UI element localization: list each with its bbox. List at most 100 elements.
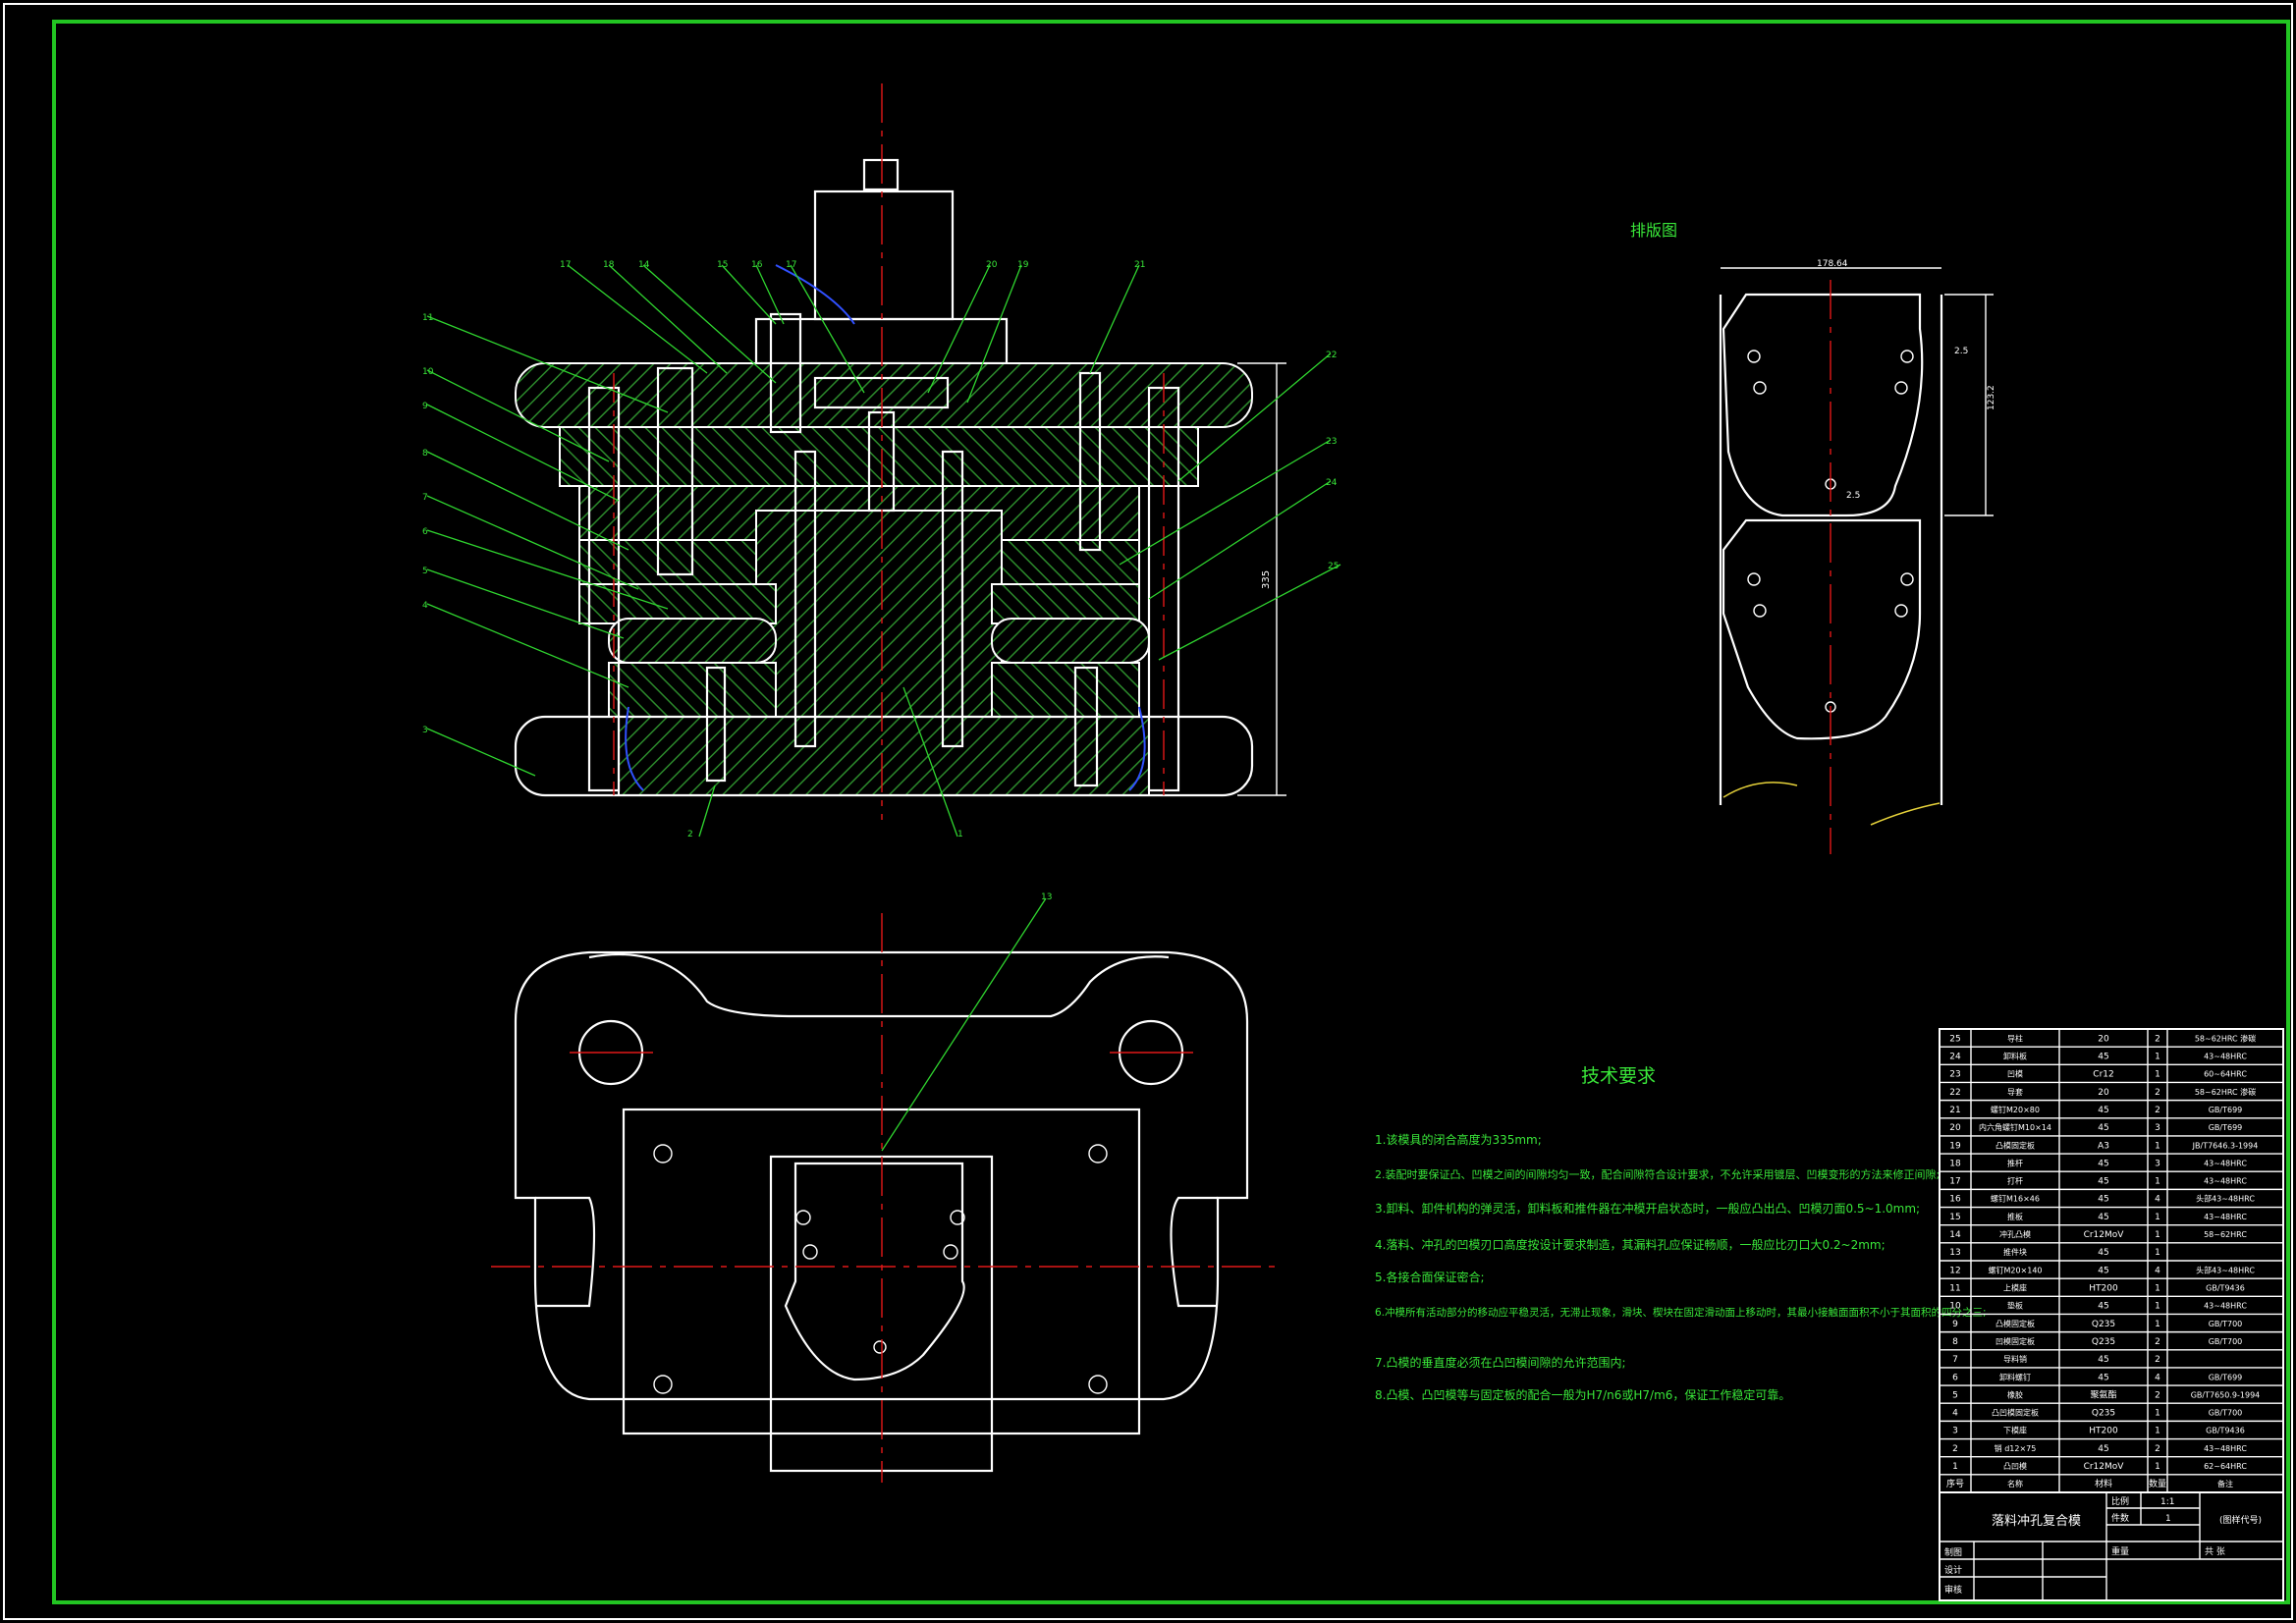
bom-cell: 19 <box>1949 1141 1961 1151</box>
bom-cell: 上模座 <box>2003 1282 2027 1292</box>
inner-border <box>52 20 2290 1604</box>
bom-cell: 销 d12×75 <box>1995 1443 2037 1453</box>
bom-cell: 58~62HRC 渗碳 <box>2195 1087 2256 1097</box>
bom-cell: 1 <box>2155 1213 2160 1222</box>
callout-9: 9 <box>422 402 428 411</box>
bom-cell: 43~48HRC <box>2204 1177 2247 1186</box>
bom-cell: 1 <box>2155 1248 2160 1258</box>
bom-header-cell: 材料 <box>2095 1478 2112 1489</box>
bom-cell: 43~48HRC <box>2204 1052 2247 1060</box>
bom-cell: 螺钉M20×80 <box>1991 1105 2040 1114</box>
bom-cell: 45 <box>2098 1177 2108 1187</box>
bom-cell: 21 <box>1949 1106 1960 1115</box>
callout-13: 13 <box>1041 893 1052 902</box>
tech-item-1: 1.该模具的闭合高度为335mm; <box>1375 1132 1542 1147</box>
bom-cell: 1 <box>2155 1409 2160 1419</box>
bom-cell: 45 <box>2098 1159 2108 1168</box>
bom-cell: 7 <box>1952 1355 1958 1365</box>
bom-cell: 14 <box>1949 1230 1961 1240</box>
callout-16: 16 <box>751 260 763 270</box>
bom-cell: 凸模固定板 <box>1995 1140 2035 1150</box>
bom-cell: 58~62HRC 渗碳 <box>2195 1033 2256 1043</box>
bom-cell: 45 <box>2098 1195 2108 1205</box>
count-label: 件数 <box>2111 1512 2129 1524</box>
strip-gap-dim: 2.5 <box>1846 491 1860 501</box>
bom-cell: 1 <box>2155 1141 2160 1151</box>
count-value: 1 <box>2165 1514 2171 1524</box>
bom-cell: 5 <box>1952 1390 1958 1400</box>
callout-5: 5 <box>422 567 428 576</box>
bom-cell: Cr12 <box>2093 1070 2113 1080</box>
bom-cell: 冲孔凸模 <box>1999 1229 2031 1239</box>
strip-layout-title: 排版图 <box>1630 221 1677 240</box>
callout-19: 19 <box>1017 260 1029 270</box>
bom-cell: 45 <box>2098 1373 2108 1382</box>
bom-cell: A3 <box>2098 1141 2109 1151</box>
bom-cell: 螺钉M20×140 <box>1988 1265 2042 1274</box>
bom-cell: 1 <box>2155 1070 2160 1080</box>
tech-item-8: 8.凸模、凸凹模等与固定板的配合一般为H7/n6或H7/m6，保证工作稳定可靠。 <box>1375 1387 1790 1402</box>
bom-cell: GB/T9436 <box>2206 1427 2245 1435</box>
bom-cell: 1 <box>2155 1177 2160 1187</box>
callout-15: 15 <box>717 260 728 270</box>
callout-14: 14 <box>638 260 650 270</box>
sheet-label: 共 张 <box>2205 1546 2225 1557</box>
bom-cell: 内六角螺钉M10×14 <box>1979 1122 2051 1132</box>
bom-cell: 45 <box>2098 1266 2108 1275</box>
bom-cell: 3 <box>2155 1159 2160 1168</box>
scale-value: 1:1 <box>2160 1497 2174 1507</box>
bom-cell: 2 <box>2155 1337 2160 1347</box>
callout-6: 6 <box>422 527 428 537</box>
bom-cell: 下模座 <box>2003 1426 2027 1435</box>
bom-cell: 11 <box>1949 1283 1960 1293</box>
bom-cell: 2 <box>1952 1444 1958 1454</box>
bom-cell: 垫板 <box>2007 1301 2023 1311</box>
callout-7: 7 <box>422 493 428 503</box>
bom-header-cell: 序号 <box>1946 1478 1964 1489</box>
bom-cell: 2 <box>2155 1106 2160 1115</box>
bom-cell: 头部43~48HRC <box>2196 1194 2255 1204</box>
callout-8: 8 <box>422 449 428 459</box>
bom-cell: 1 <box>2155 1230 2160 1240</box>
callout-2: 2 <box>687 830 693 839</box>
bom-cell: 45 <box>2098 1123 2108 1133</box>
bom-cell: 25 <box>1949 1034 1960 1044</box>
drawing-name: 落料冲孔复合模 <box>1992 1514 2081 1529</box>
main-section-view: 335 11 10 9 8 7 <box>422 83 1341 839</box>
tech-item-7: 7.凸模的垂直度必须在凸凹模间隙的允许范围内; <box>1375 1355 1626 1370</box>
bom-cell: 推件块 <box>2003 1247 2027 1257</box>
callout-18: 18 <box>603 260 615 270</box>
bom-cell: 45 <box>2098 1106 2108 1115</box>
bom-cell: 打杆 <box>2007 1176 2023 1186</box>
bom-cell: 58~62HRC <box>2204 1230 2247 1239</box>
bom-cell: 推杆 <box>2007 1158 2023 1167</box>
bom-cell: 2 <box>2155 1034 2160 1044</box>
tech-item-4: 4.落料、冲孔的凹模刃口高度按设计要求制造，其漏料孔应保证畅顺，一般应比刃口大0… <box>1375 1237 1886 1252</box>
bom-cell: JB/T7646.3-1994 <box>2192 1141 2259 1150</box>
tech-item-3: 3.卸料、卸件机构的弹灵活，卸料板和推件器在冲模开启状态时，一般应凸出凸、凹模刃… <box>1375 1201 1920 1216</box>
bom-cell: 13 <box>1949 1248 1960 1258</box>
bom-cell: 9 <box>1952 1320 1958 1329</box>
bom-cell: 1 <box>2155 1302 2160 1312</box>
height-dimension: 335 <box>1261 570 1272 589</box>
bom-cell: 凸模固定板 <box>1995 1319 2035 1328</box>
bom-cell: 3 <box>2155 1123 2160 1133</box>
bom-cell: HT200 <box>2089 1427 2118 1436</box>
bom-cell: 18 <box>1949 1159 1961 1168</box>
bom-cell: 4 <box>1952 1409 1958 1419</box>
drawing-code-label: (图样代号) <box>2219 1514 2262 1526</box>
bom-cell: 45 <box>2098 1444 2108 1454</box>
bom-cell: HT200 <box>2089 1283 2118 1293</box>
bom-cell: Q235 <box>2092 1409 2115 1419</box>
bom-cell: 导套 <box>2007 1087 2023 1097</box>
callout-4: 4 <box>422 601 428 611</box>
callout-23: 23 <box>1326 437 1337 447</box>
bom-cell: 1 <box>2155 1320 2160 1329</box>
bom-cell: 15 <box>1949 1213 1960 1222</box>
checker-label: 设计 <box>1944 1564 1962 1576</box>
bom-cell: 43~48HRC <box>2204 1213 2247 1221</box>
bom-cell: 2 <box>2155 1390 2160 1400</box>
callout-25: 25 <box>1328 562 1339 571</box>
bom-cell: 22 <box>1949 1088 1960 1098</box>
